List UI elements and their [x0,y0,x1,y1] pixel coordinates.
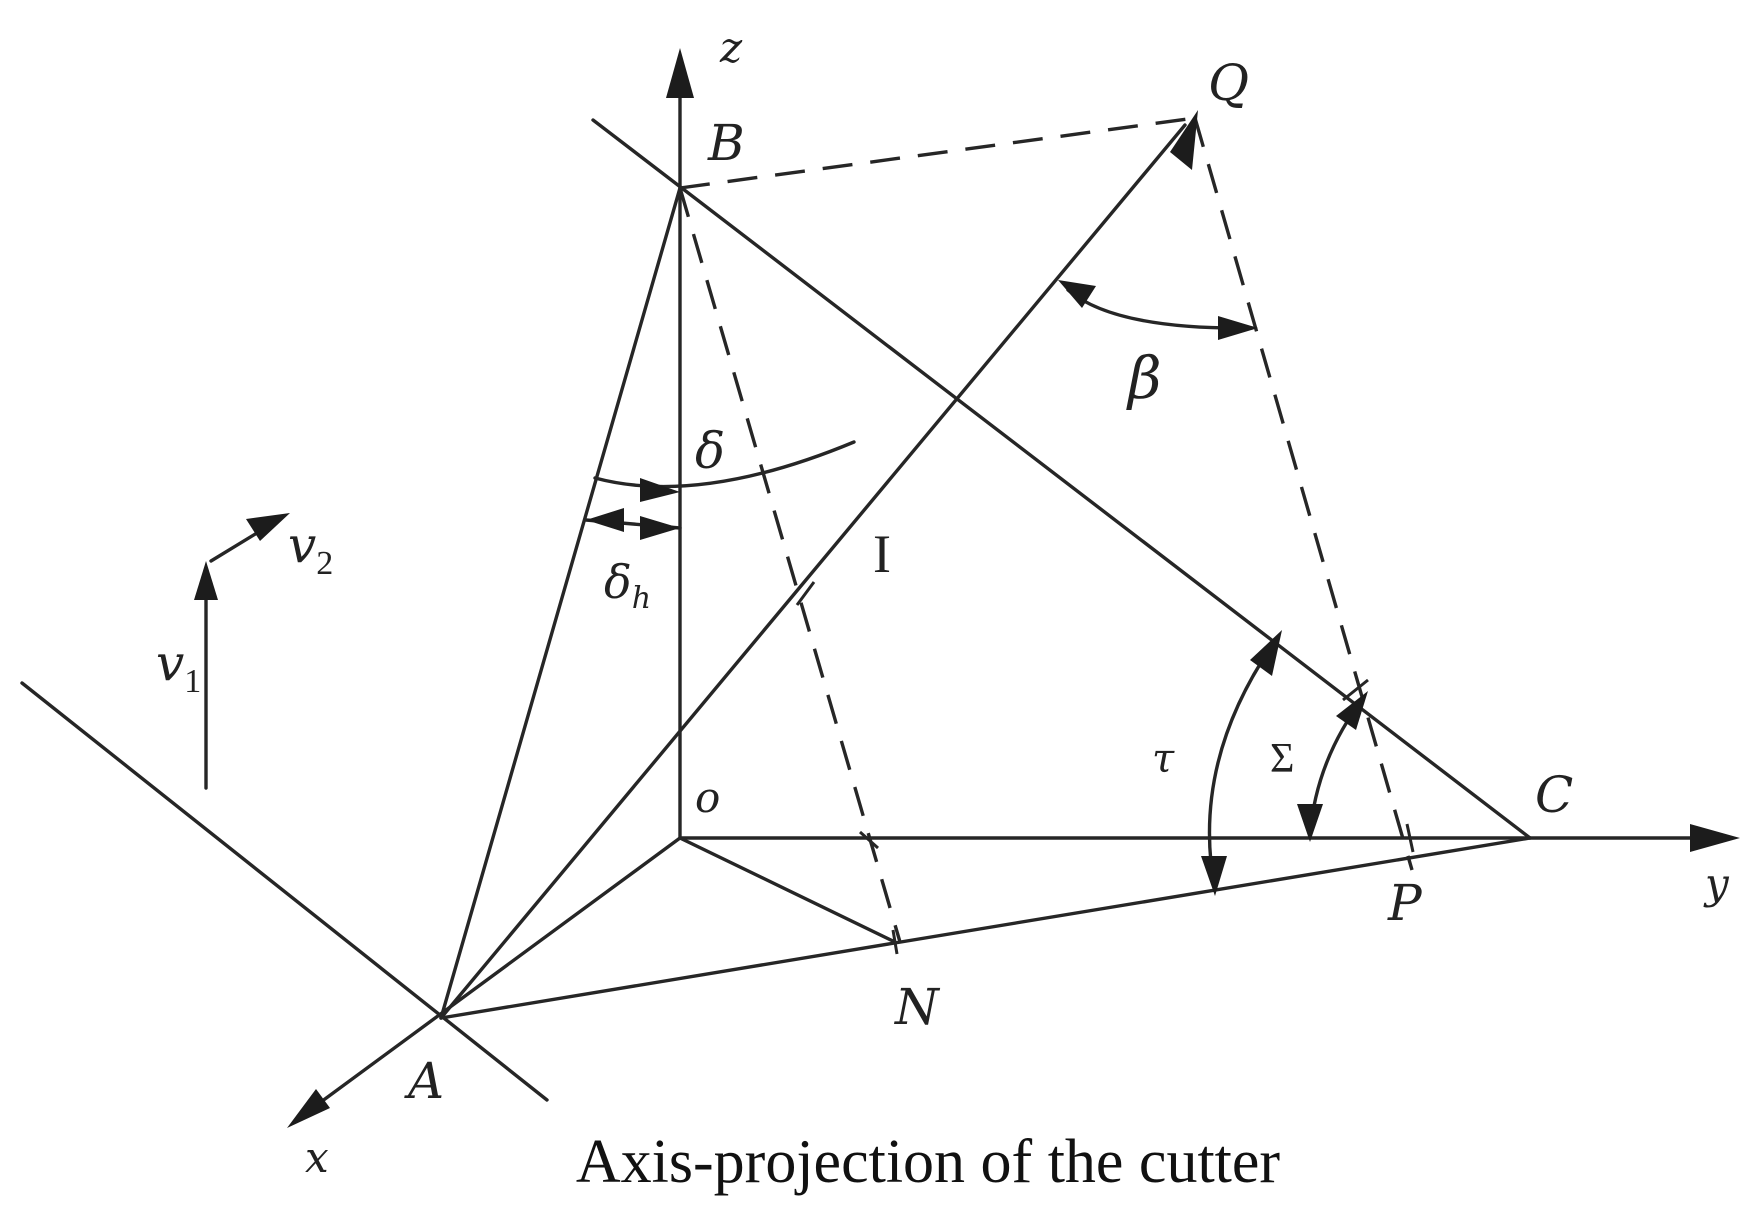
v2-symbol: v [288,516,316,574]
label-beta: β [1126,344,1162,412]
dashed-Q-P [1193,117,1414,871]
arrowheads [194,48,1740,1128]
label-B: B [707,114,745,172]
label-x: x [305,1133,329,1182]
dashed-lines [678,116,1414,943]
sigma-arrowhead-top [1336,691,1368,730]
line-A-C [439,836,1532,1020]
label-Sigma: Σ [1270,736,1294,782]
label-o: o [695,773,720,822]
x-axis-arrowhead [287,1089,330,1128]
label-N: N [894,978,941,1036]
delta-arrowhead [640,478,680,502]
v2-subscript: 2 [316,545,333,582]
label-A: A [404,1052,444,1110]
label-tau: τ [1152,736,1175,782]
delta-h-symbol: δ [604,555,632,609]
tick-on-BC [1342,678,1369,702]
label-Q: Q [1208,54,1249,112]
line-A-Q [439,123,1187,1020]
figure-caption: Axis-projection of the cutter [576,1128,1281,1196]
tick-on-Ao [859,830,879,850]
line-o-N [678,836,897,944]
labels: z Q B β δ δh I v2 v1 o τ Σ C y P N A x [156,23,1730,1182]
v2-arrowhead [246,513,290,541]
delta-h-arrowhead-right [640,516,680,540]
label-z: z [719,23,743,72]
tick-on-y-axis [1405,823,1415,853]
tau-arrowhead-bottom [1201,856,1227,896]
label-delta: δ [695,422,725,480]
line-A-B [439,186,682,1020]
line-through-A [20,681,549,1102]
v1-symbol: v [156,634,184,692]
label-I: I [873,524,891,584]
label-C: C [1535,766,1573,824]
dashed-B-Q [679,116,1196,190]
tick-on-AC [891,929,899,955]
label-delta-h: δh [604,555,651,616]
x-axis-line [308,836,682,1112]
delta-arc [593,440,856,489]
v1-arrowhead [194,561,218,600]
delta-h-arrowhead-left [586,508,624,532]
label-v1: v1 [156,634,201,700]
dashed-B-N [678,187,902,943]
Q-arrowhead [1170,110,1198,170]
tick-marks [795,581,1415,955]
label-y: y [1703,859,1730,908]
v1-subscript: 1 [184,663,201,700]
line-B-C-extended [591,118,1532,840]
delta-h-subscript: h [632,581,651,616]
label-P: P [1387,874,1423,932]
tau-arrowhead-top [1250,630,1282,676]
tau-arc [1207,635,1280,892]
y-axis-arrowhead [1690,824,1740,852]
beta-arrowhead-start [1058,280,1096,308]
beta-arrowhead-end [1218,316,1258,340]
label-v2: v2 [288,516,333,582]
z-axis-arrowhead [666,48,694,98]
solid-lines [20,78,1702,1112]
tick-on-AQ [795,581,816,606]
sigma-arrowhead-bottom [1297,804,1323,842]
